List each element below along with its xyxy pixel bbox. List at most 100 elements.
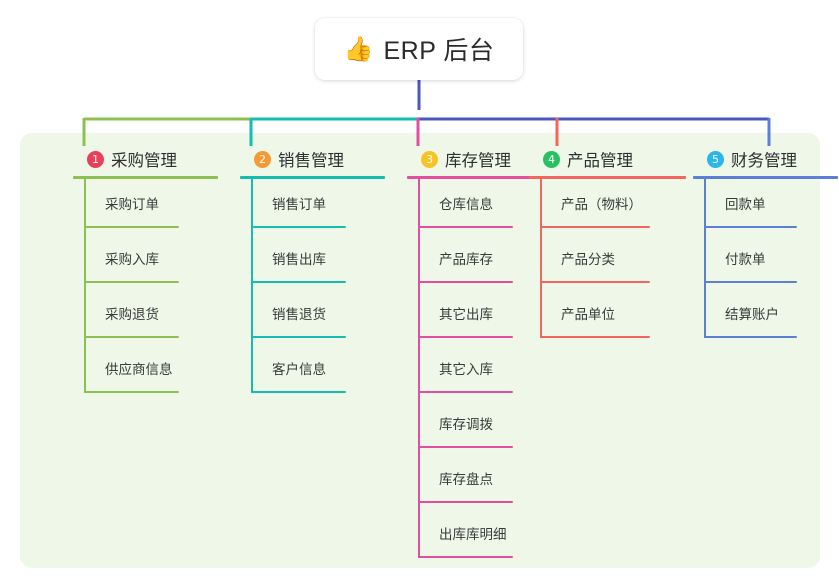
branch-item[interactable]: 回款单: [693, 179, 838, 234]
branch-item-label: 仓库信息: [439, 197, 493, 212]
branch-item[interactable]: 采购订单: [73, 179, 218, 234]
branch-header-4[interactable]: 4 产品管理: [529, 146, 686, 172]
branch-header-rule-2: [240, 176, 385, 179]
branch-item[interactable]: 库存调拨: [407, 399, 552, 454]
branch-item[interactable]: 销售出库: [240, 234, 385, 289]
branch-item[interactable]: 出库库明细: [407, 509, 552, 564]
branch-item[interactable]: 产品库存: [407, 234, 552, 289]
branch-items-2: 销售订单销售出库销售退货客户信息: [240, 179, 385, 399]
branch-item-rule: [251, 281, 346, 283]
branch-item-label: 付款单: [725, 252, 766, 267]
branch-header-rule-3: [407, 176, 552, 179]
branch-header-5[interactable]: 5 财务管理: [693, 146, 838, 172]
branch-header-rule-1: [73, 176, 218, 179]
branch-item-rule: [704, 336, 797, 338]
branch-badge-1: 1: [87, 150, 104, 168]
branch-header-2[interactable]: 2 销售管理: [240, 146, 385, 172]
branch-item-label: 库存盘点: [439, 472, 493, 487]
branch-badge-3: 3: [421, 150, 438, 168]
branch-spine-2: [251, 179, 253, 393]
branch-item-label: 出库库明细: [439, 527, 507, 542]
branch-item[interactable]: 付款单: [693, 234, 838, 289]
branch-item-label: 回款单: [725, 197, 766, 212]
branch-items-5: 回款单付款单结算账户: [693, 179, 838, 344]
root-node[interactable]: 👍 ERP 后台: [315, 18, 523, 80]
branch-column-2: 2 销售管理销售订单销售出库销售退货客户信息: [240, 146, 385, 399]
branch-title-4: 产品管理: [567, 152, 633, 170]
branch-item-rule: [84, 391, 179, 393]
branch-title-2: 销售管理: [278, 152, 344, 170]
branch-item-label: 其它入库: [439, 362, 493, 377]
branch-item[interactable]: 结算账户: [693, 289, 838, 344]
branch-item[interactable]: 仓库信息: [407, 179, 552, 234]
branch-column-5: 5 财务管理回款单付款单结算账户: [693, 146, 838, 344]
branch-item-rule: [251, 391, 346, 393]
branch-item[interactable]: 客户信息: [240, 344, 385, 399]
branch-badge-2: 2: [254, 150, 271, 168]
branch-item-label: 其它出库: [439, 307, 493, 322]
branch-item-label: 销售订单: [272, 197, 326, 212]
branches-panel: [20, 133, 820, 568]
branch-item-rule: [84, 336, 179, 338]
branch-header-3[interactable]: 3 库存管理: [407, 146, 552, 172]
branch-title-1: 采购管理: [111, 152, 177, 170]
branch-item-rule: [418, 226, 513, 228]
branch-header-rule-4: [529, 176, 686, 179]
branch-spine-4: [540, 179, 542, 338]
branch-item-rule: [540, 336, 650, 338]
branch-item-rule: [418, 556, 513, 558]
branch-column-3: 3 库存管理仓库信息产品库存其它出库其它入库库存调拨库存盘点出库库明细: [407, 146, 552, 564]
branch-badge-5: 5: [707, 150, 724, 168]
branch-item[interactable]: 其它出库: [407, 289, 552, 344]
branch-item-rule: [418, 336, 513, 338]
branch-item-rule: [84, 281, 179, 283]
root-title: ERP 后台: [383, 37, 495, 65]
branch-item-rule: [251, 336, 346, 338]
branch-column-1: 1 采购管理采购订单采购入库采购退货供应商信息: [73, 146, 218, 399]
branch-column-4: 4 产品管理产品（物料） 产品分类产品单位: [529, 146, 686, 344]
branch-item[interactable]: 其它入库: [407, 344, 552, 399]
branch-item-rule: [540, 226, 650, 228]
branch-items-1: 采购订单采购入库采购退货供应商信息: [73, 179, 218, 399]
branch-item-label: 采购退货: [105, 307, 159, 322]
branch-item-label: 采购入库: [105, 252, 159, 267]
branch-item-label: 供应商信息: [105, 362, 173, 377]
branch-spine-5: [704, 179, 706, 338]
branch-item[interactable]: 销售退货: [240, 289, 385, 344]
branch-title-3: 库存管理: [445, 152, 511, 170]
branch-item[interactable]: 产品（物料）: [529, 179, 686, 234]
branch-item[interactable]: 销售订单: [240, 179, 385, 234]
branch-item-rule: [418, 501, 513, 503]
branch-item-label: 产品单位: [561, 307, 615, 322]
branch-item-rule: [540, 281, 650, 283]
branch-header-1[interactable]: 1 采购管理: [73, 146, 218, 172]
thumbs-up-icon: 👍: [343, 35, 374, 63]
branch-item-label: 销售出库: [272, 252, 326, 267]
branch-item-label: 产品（物料）: [561, 197, 642, 212]
branch-item-label: 客户信息: [272, 362, 326, 377]
branch-badge-4: 4: [543, 150, 560, 168]
branch-item-rule: [704, 281, 797, 283]
branch-item-label: 产品库存: [439, 252, 493, 267]
branch-item[interactable]: 产品单位: [529, 289, 686, 344]
branch-items-4: 产品（物料） 产品分类产品单位: [529, 179, 686, 344]
branch-item-label: 产品分类: [561, 252, 615, 267]
branch-item[interactable]: 库存盘点: [407, 454, 552, 509]
branch-item[interactable]: 采购退货: [73, 289, 218, 344]
branch-item[interactable]: 采购入库: [73, 234, 218, 289]
branch-item-rule: [418, 281, 513, 283]
branch-item[interactable]: 产品分类: [529, 234, 686, 289]
branch-item-rule: [704, 226, 797, 228]
branch-title-5: 财务管理: [731, 152, 797, 170]
branch-item-rule: [418, 446, 513, 448]
branch-item-rule: [84, 226, 179, 228]
branch-item-label: 库存调拨: [439, 417, 493, 432]
branch-item-rule: [251, 226, 346, 228]
branch-item[interactable]: 供应商信息: [73, 344, 218, 399]
branch-item-label: 销售退货: [272, 307, 326, 322]
branch-item-rule: [418, 391, 513, 393]
branch-item-label: 采购订单: [105, 197, 159, 212]
branch-spine-3: [418, 179, 420, 558]
branch-spine-1: [84, 179, 86, 393]
